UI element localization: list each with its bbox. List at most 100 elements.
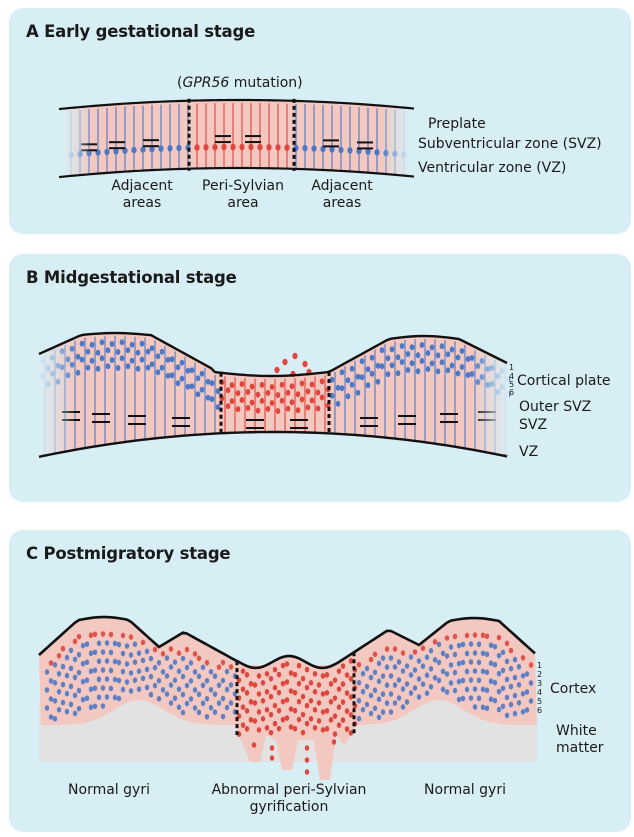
neuron — [93, 703, 97, 709]
neuron — [481, 686, 485, 692]
affected-neuron — [277, 690, 281, 696]
affected-neuron — [305, 745, 309, 751]
affected-neuron — [257, 673, 261, 679]
neuron — [405, 699, 409, 705]
affected-neuron — [245, 708, 249, 714]
neuron — [377, 661, 381, 667]
neuron — [85, 677, 89, 683]
neuron — [45, 705, 49, 711]
affected-neuron — [265, 707, 269, 713]
neuron — [405, 681, 409, 687]
neuron — [93, 631, 97, 637]
affected-neuron — [329, 717, 333, 723]
neuron — [437, 660, 441, 666]
neuron — [117, 678, 121, 684]
neuron — [57, 671, 61, 677]
affected-neuron — [252, 742, 256, 748]
neuron — [129, 688, 133, 694]
neuron — [457, 661, 461, 667]
neuron — [153, 647, 157, 653]
neuron — [221, 714, 225, 720]
neuron — [381, 673, 385, 679]
affected-neuron — [289, 688, 293, 694]
neuron — [149, 656, 153, 662]
neuron — [77, 652, 81, 658]
neuron — [109, 632, 113, 638]
affected-neuron — [269, 694, 273, 700]
affected-neuron — [285, 697, 289, 703]
neuron — [73, 657, 77, 663]
neuron — [225, 669, 229, 675]
affected-neuron — [241, 722, 245, 728]
neuron — [185, 683, 189, 689]
neuron — [157, 678, 161, 684]
neuron — [521, 673, 525, 679]
neuron — [193, 669, 197, 675]
neuron — [177, 668, 181, 674]
neuron — [361, 689, 365, 695]
neuron — [469, 677, 473, 683]
neuron — [373, 688, 377, 694]
neuron — [445, 635, 449, 641]
affected-neuron — [301, 676, 305, 682]
neuron — [109, 686, 113, 692]
neuron — [153, 665, 157, 671]
neuron — [421, 663, 425, 669]
neuron — [513, 693, 517, 699]
neuron — [369, 693, 373, 699]
affected-neuron — [313, 689, 317, 695]
neuron — [365, 666, 369, 672]
neuron — [129, 652, 133, 658]
neuron — [205, 678, 209, 684]
neuron — [85, 641, 89, 647]
neuron — [209, 669, 213, 675]
neuron — [525, 689, 529, 695]
neuron — [377, 697, 381, 703]
affected-neuron — [269, 676, 273, 682]
neuron — [193, 687, 197, 693]
affected-neuron — [277, 726, 281, 732]
affected-neuron — [345, 672, 349, 678]
neuron — [209, 687, 213, 693]
layer-label-vz: Ventricular zone (VZ) — [418, 160, 566, 177]
neuron — [57, 707, 61, 713]
affected-neuron — [293, 726, 297, 732]
neuron — [97, 676, 101, 682]
neuron — [121, 651, 125, 657]
neuron — [493, 662, 497, 668]
neuron — [389, 691, 393, 697]
neuron — [157, 660, 161, 666]
affected-neuron — [289, 724, 293, 730]
affected-neuron — [301, 730, 305, 736]
neuron — [389, 673, 393, 679]
neuron — [101, 703, 105, 709]
edge-fade — [64, 88, 409, 178]
neuron — [113, 695, 117, 701]
affected-neuron — [257, 691, 261, 697]
neuron — [501, 704, 505, 710]
affected-neuron — [273, 721, 277, 727]
neuron — [449, 644, 453, 650]
neuron — [497, 653, 501, 659]
neuron — [401, 704, 405, 710]
affected-neuron — [325, 672, 329, 678]
neuron — [473, 632, 477, 638]
neuron — [457, 679, 461, 685]
neuron — [145, 685, 149, 691]
neuron — [517, 664, 521, 670]
affected-neuron — [313, 671, 317, 677]
affected-neuron — [277, 708, 281, 714]
affected-neuron — [305, 757, 309, 763]
neuron — [221, 660, 225, 666]
neuron — [193, 651, 197, 657]
neuron — [61, 700, 65, 706]
neuron — [357, 680, 361, 686]
neuron — [505, 695, 509, 701]
neuron — [457, 697, 461, 703]
affected-neuron — [281, 663, 285, 669]
neuron — [397, 659, 401, 665]
affected-neuron — [241, 704, 245, 710]
affected-neuron — [273, 685, 277, 691]
neuron — [189, 660, 193, 666]
neuron — [69, 684, 73, 690]
